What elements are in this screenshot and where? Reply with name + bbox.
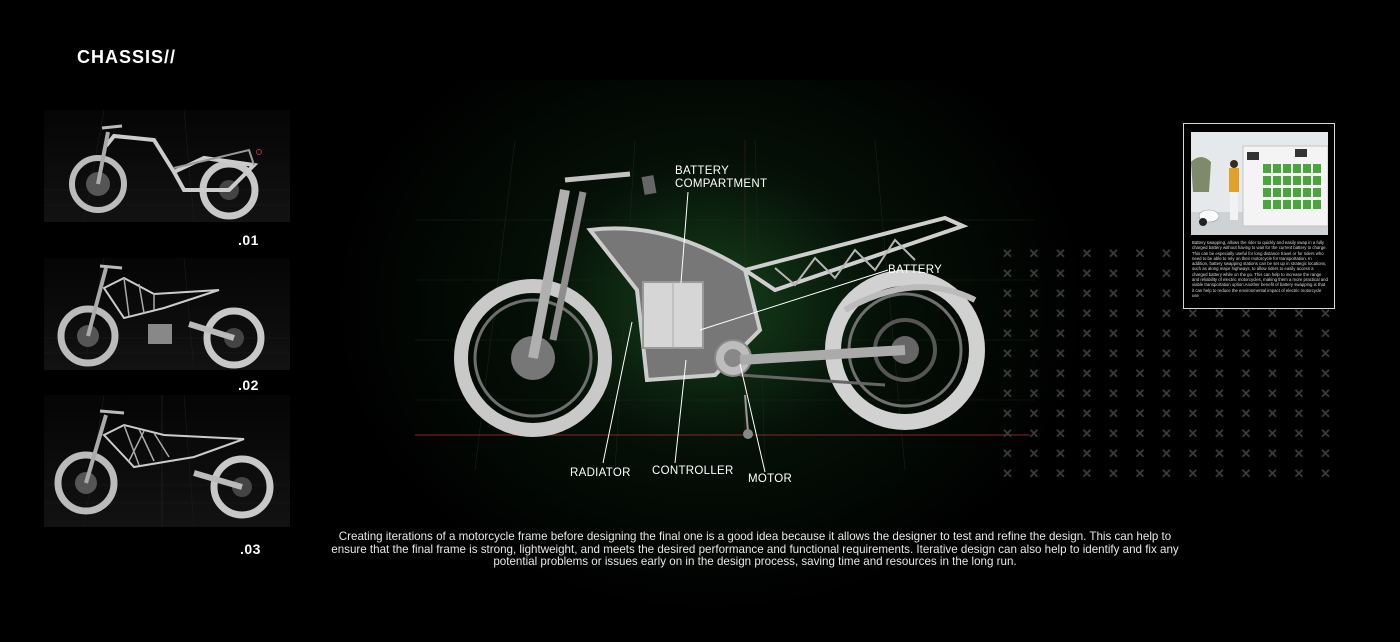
- callout-battery-compartment: BATTERY COMPARTMENT: [675, 165, 768, 190]
- iteration-label-3: .03: [240, 541, 261, 557]
- motorcycle-render-icon: [44, 110, 290, 222]
- motorcycle-render-icon: [44, 258, 290, 370]
- iteration-thumbnail-1[interactable]: [44, 110, 290, 222]
- iteration-thumbnail-3[interactable]: [44, 395, 290, 527]
- battery-swap-station-photo: [1191, 132, 1328, 235]
- battery-swapping-text: Battery swapping, allows the rider to qu…: [1192, 240, 1328, 298]
- motorcycle-render-icon: [44, 395, 290, 527]
- main-motorcycle-render: [415, 140, 1035, 470]
- callout-controller: CONTROLLER: [652, 465, 734, 477]
- iteration-label-1: .01: [238, 232, 259, 248]
- design-description: Creating iterations of a motorcycle fram…: [331, 530, 1179, 568]
- page-title: CHASSIS//: [77, 47, 177, 67]
- callout-radiator: RADIATOR: [570, 467, 631, 479]
- callout-motor: MOTOR: [748, 473, 793, 485]
- iteration-label-2: .02: [238, 377, 259, 393]
- battery-swapping-card[interactable]: Battery swapping, allows the rider to qu…: [1183, 123, 1335, 309]
- iteration-thumbnail-2[interactable]: [44, 258, 290, 370]
- callout-battery: BATTERY: [888, 264, 943, 276]
